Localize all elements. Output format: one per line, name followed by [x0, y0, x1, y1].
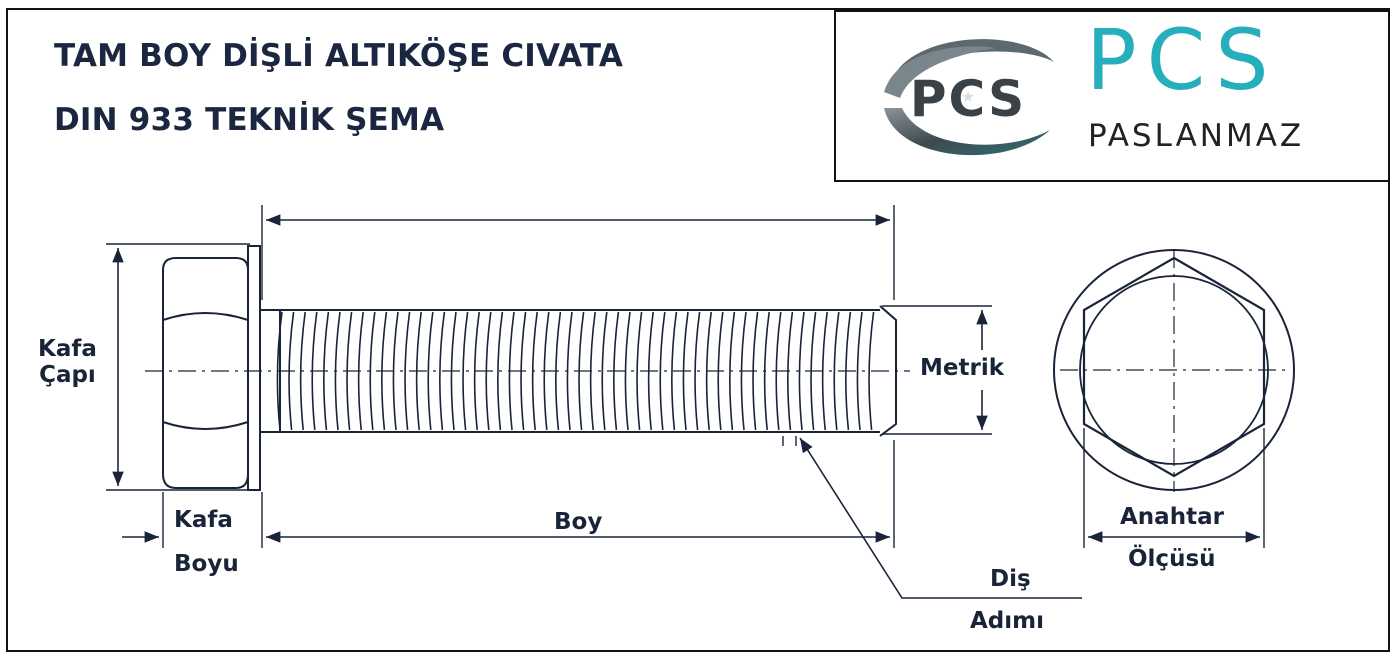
- thread-line: [369, 311, 376, 431]
- label-head-length-bottom: Boyu: [174, 551, 239, 577]
- thread-line: [462, 311, 469, 431]
- svg-text:★: ★: [961, 87, 975, 106]
- thread-line: [671, 311, 678, 431]
- bolt-head: [162, 257, 249, 489]
- label-wrench-bottom: Ölçüsü: [1128, 546, 1216, 572]
- thread-line: [856, 311, 863, 431]
- thread-line: [601, 311, 608, 431]
- thread-line: [868, 311, 875, 431]
- label-length: Boy: [548, 509, 609, 536]
- title-line-2: DIN 933 TEKNİK ŞEMA: [54, 102, 445, 138]
- thread-line: [636, 311, 643, 431]
- thread-line: [694, 311, 701, 431]
- label-head-length-top: Kafa: [174, 507, 233, 533]
- bolt-flange: [247, 245, 261, 491]
- thread-line: [821, 311, 828, 431]
- thread-line: [497, 311, 504, 431]
- thread-line: [659, 311, 666, 431]
- thread-line: [729, 311, 736, 431]
- logo-box: PCS ★ PCS PASLANMAZ: [834, 10, 1390, 182]
- brand-logo-text: PCS: [1086, 11, 1279, 109]
- thread-line: [439, 311, 446, 431]
- thread-line: [392, 311, 399, 431]
- title-line-1: TAM BOY DİŞLİ ALTIKÖŞE CIVATA: [54, 38, 624, 74]
- label-pitch-bottom: Adımı: [970, 608, 1044, 634]
- label-pitch-top: Diş: [990, 566, 1031, 592]
- thread-line: [299, 311, 306, 431]
- label-metric: Metrik: [918, 355, 1007, 382]
- brand-subtitle: PASLANMAZ: [1088, 118, 1305, 154]
- thread-line: [566, 311, 573, 431]
- bolt-head-hexagon: [1082, 256, 1266, 478]
- thread-line: [833, 311, 840, 431]
- thread-line: [624, 311, 631, 431]
- logo-emblem-icon: PCS ★: [884, 39, 1054, 156]
- thread-line: [798, 311, 805, 431]
- thread-line: [427, 311, 434, 431]
- label-wrench-top: Anahtar: [1117, 504, 1227, 531]
- thread-line: [404, 311, 411, 431]
- thread-line: [473, 311, 480, 431]
- svg-text:PCS: PCS: [910, 70, 1026, 128]
